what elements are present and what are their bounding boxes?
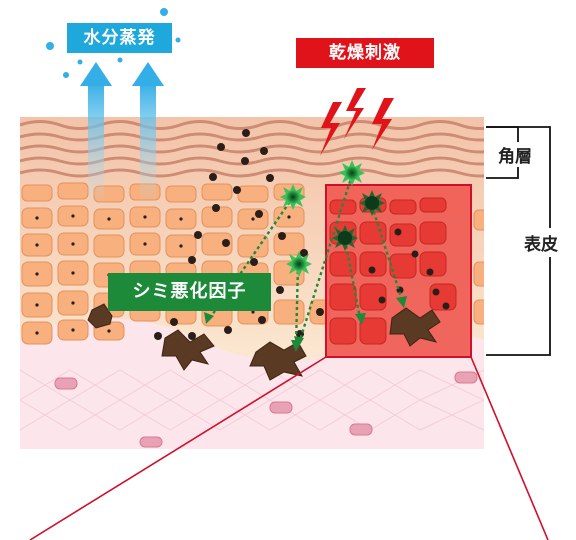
epidermis-label: 表皮 [521,228,561,257]
spot-factor-germs [280,160,385,277]
spot-factor-label: シミ悪化因子 [108,273,271,311]
evaporation-label: 水分蒸発 [67,23,172,53]
evaporation-arrows [46,8,181,207]
stratum-corneum-label: 角層 [495,142,535,167]
dryness-lightning [320,88,394,156]
dryness-label: 乾燥刺激 [296,38,434,68]
